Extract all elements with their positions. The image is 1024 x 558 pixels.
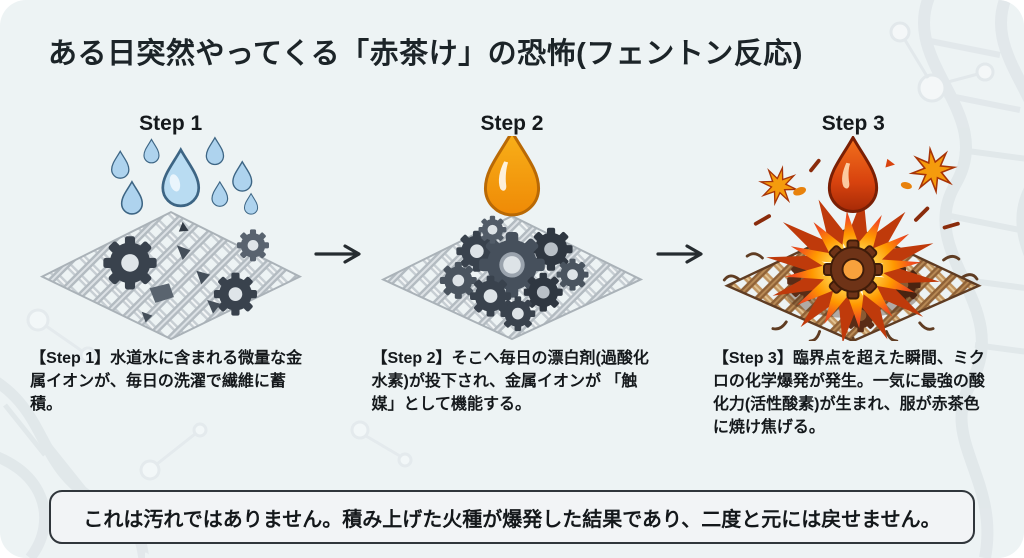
arrow-1 [313, 242, 369, 271]
step2-illustration [380, 136, 644, 341]
explosion-burst-icon [756, 183, 951, 341]
bottom-note: これは汚れではありません。積み上げた火種が爆発した結果であり、二度と元には戻せま… [49, 490, 975, 544]
right-arrow-icon [314, 244, 361, 264]
arrow-2 [655, 242, 711, 271]
bleach-droplet-icon [483, 136, 541, 217]
step3-description: 【Step 3】臨界点を超えた瞬間、ミクロの化学爆発が発生。一気に最強の酸化力(… [712, 350, 985, 437]
step1-illustration [39, 137, 302, 341]
page-title: ある日突然やってくる「赤茶け」の恐怖(フェントン反応) [48, 38, 803, 70]
fabric-weave [39, 211, 302, 341]
step1-column: Step 1 [28, 106, 313, 416]
step3-column: Step 3 [711, 106, 996, 439]
water-droplets-icon [110, 137, 258, 215]
hot-droplet-icon [828, 136, 879, 213]
step1-description: 【Step 1】水道水に含まれる微量な金属イオンが、毎日の洗濯で繊維に蓄積。 [30, 350, 303, 414]
spark-bursts [754, 142, 962, 230]
metal-gears-and-fragments [103, 221, 269, 323]
step2-column: Step 2 [369, 106, 654, 416]
step3-illustration [723, 136, 983, 341]
step1-label: Step 1 [139, 112, 203, 135]
gear-cluster [439, 215, 589, 332]
steps-row: Step 1 [28, 106, 996, 439]
right-arrow-icon [656, 244, 703, 264]
step3-label: Step 3 [821, 112, 885, 135]
step2-description: 【Step 2】そこへ毎日の漂白剤(過酸化水素)が投下され、金属イオンが 「触媒… [371, 350, 649, 414]
step2-label: Step 2 [480, 112, 544, 135]
